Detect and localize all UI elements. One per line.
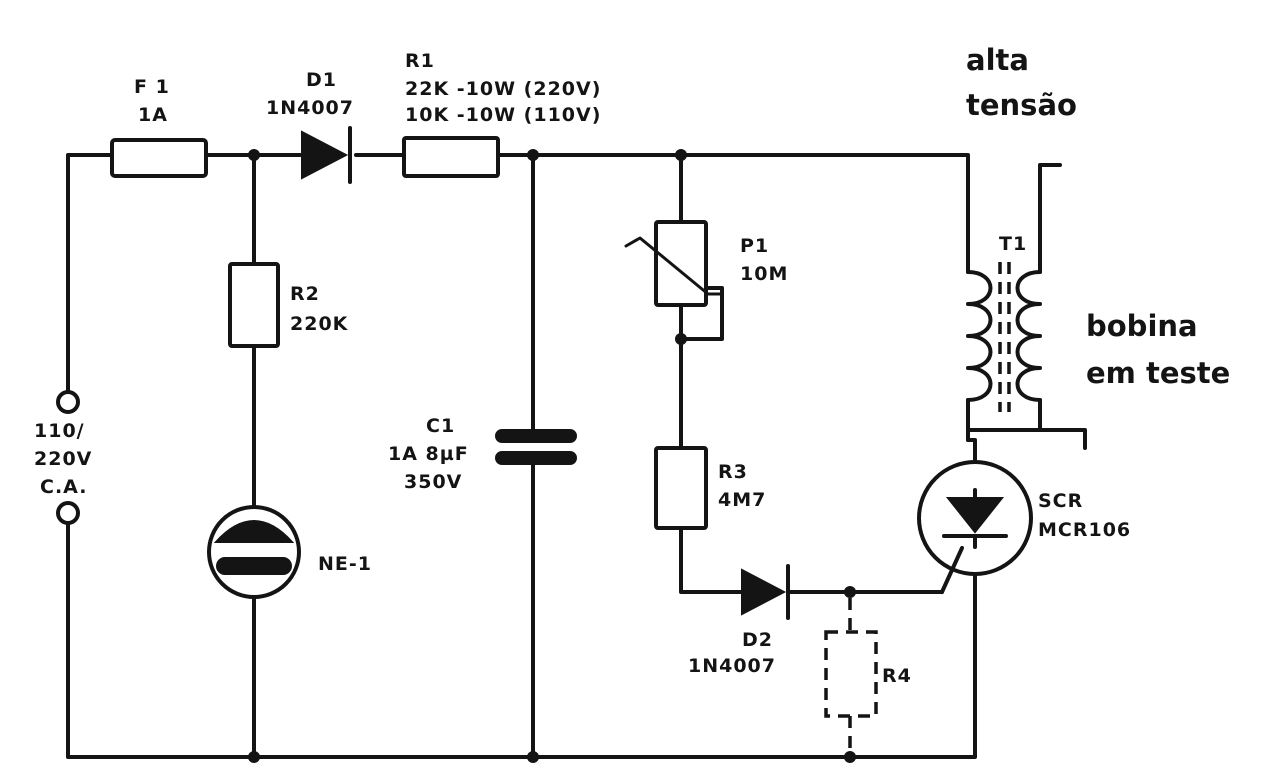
resistor-r3 [654,446,708,530]
scr-gate [940,546,964,594]
diode-d1 [301,126,352,184]
junction-node [844,586,856,598]
scr-triangle [945,497,1005,534]
potentiometer-p1 [624,220,722,307]
junction-node [248,149,260,161]
p1-wiper-loop [679,286,724,341]
lamp-electrode-top [213,520,295,543]
component-labels: F 1 1A D1 1N4007 R1 22K -10W (220V) 10K … [34,50,1131,687]
junctions [248,149,856,763]
resistor-r1 [402,136,500,178]
scr-name-label: SCR [1038,490,1083,512]
r2-name-label: R2 [290,283,320,305]
c1-name-label: C1 [426,415,455,437]
d2-name-label: D2 [742,629,773,651]
f1-value-label: 1A [138,104,168,126]
resistor-body [402,136,500,178]
annotations: alta tensão bobina em teste [966,43,1230,390]
resistor-r2 [228,262,280,348]
secondary-bottom-lead [966,398,1087,450]
junction-node [527,751,539,763]
r1-value-110-label: 10K -10W (110V) [405,104,601,126]
t1-secondary-coil [1015,270,1042,402]
pot-variable-arrow [624,236,722,296]
capacitor-plate-bottom [495,451,577,465]
p1-name-label: P1 [740,235,769,257]
d1-value-label: 1N4007 [266,97,354,119]
supply-label-line3: C.A. [40,476,87,498]
supply-label-line2: 220V [34,448,92,470]
resistor-r4-optional [824,598,878,752]
c1-voltage-label: 350V [404,471,462,493]
wiring [66,153,1087,759]
capacitor-c1 [495,429,577,465]
coil-under-test-label-line2: em teste [1086,356,1230,390]
capacitor-plate-top [495,429,577,443]
r3-value-label: 4M7 [718,489,766,511]
terminal-bottom [56,501,80,525]
fuse-f1 [110,138,208,178]
transformer-t1 [966,262,1042,412]
f1-name-label: F 1 [134,76,170,98]
secondary-top-lead [1038,163,1062,274]
p1-r3-branch [679,153,744,594]
bottom-rail [66,518,977,759]
r1-name-label: R1 [405,50,435,72]
r1-value-220-label: 22K -10W (220V) [405,78,601,100]
junction-node [675,149,687,161]
scr-thyristor [917,460,1033,594]
d1-name-label: D1 [306,69,337,91]
coil-under-test-label-line1: bobina [1086,309,1198,343]
t1-label: T1 [999,233,1027,255]
resistor-body [228,262,280,348]
diode-d2 [741,564,790,620]
diode-triangle [741,568,787,616]
terminal-top [56,390,80,414]
ne1-label: NE-1 [318,553,372,575]
high-voltage-label-line2: tensão [966,88,1077,122]
r2-value-label: 220K [290,313,349,335]
junction-node [527,149,539,161]
junction-node [248,751,260,763]
high-voltage-label-line1: alta [966,43,1029,77]
supply-label-line1: 110/ [34,420,85,442]
p1-value-label: 10M [740,263,788,285]
c1-value-label: 1A 8µF [388,443,469,465]
top-rail-right [496,153,970,274]
supply-terminals [56,390,80,525]
diode-triangle [301,130,349,180]
lamp-electrode-bottom [216,557,292,575]
junction-node [844,751,856,763]
r3-name-label: R3 [718,461,748,483]
t1-primary-coil [966,270,993,402]
resistor-body [654,446,708,530]
fuse-body [110,138,208,178]
neon-lamp-ne1 [207,505,301,599]
top-rail-left [66,153,114,395]
pot-body [654,220,708,307]
junction-node [675,333,687,345]
d2-value-label: 1N4007 [688,655,776,677]
r4-body [824,630,878,718]
r4-label: R4 [882,665,912,687]
scr-value-label: MCR106 [1038,519,1131,541]
